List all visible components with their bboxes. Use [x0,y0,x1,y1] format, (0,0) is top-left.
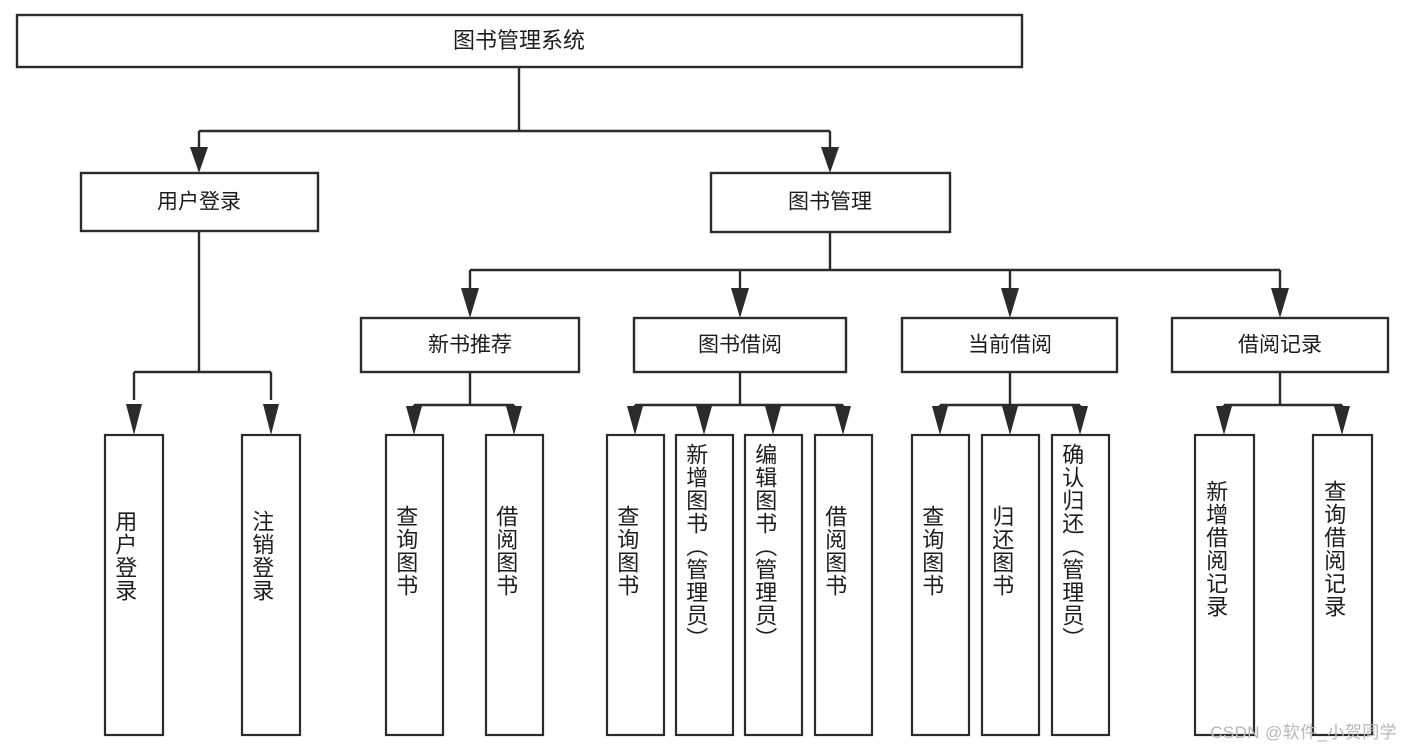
node-book-borrow-label: 图书借阅 [698,334,782,357]
node-leaf-return-book-box[interactable] [980,433,1041,737]
node-root-box[interactable] [15,13,1024,69]
arrowhead-cb-to-leaf-2 [1002,406,1018,435]
node-current-borrow-label: 当前借阅 [968,334,1052,357]
watermark-text: CSDN @软件_小贺同学 [1210,723,1397,742]
arrowhead-br-to-leaf-1 [1216,406,1232,435]
node-borrow-record-box[interactable] [1170,316,1390,374]
node-borrow-record-label: 借阅记录 [1238,334,1322,357]
node-root-label: 图书管理系统 [453,28,585,53]
node-book-borrow-box[interactable] [632,316,848,374]
node-leaf-add-book-box[interactable] [674,433,735,737]
node-new-book-recommend-box[interactable] [359,316,581,374]
arrowhead-bm-to-new-book [461,288,479,318]
arrowhead-bb-to-leaf-3 [765,406,781,435]
node-book-manage-label: 图书管理 [788,191,872,214]
node-book-manage-box[interactable] [709,171,952,234]
arrowhead-cb-to-leaf-1 [932,406,948,435]
node-current-borrow-box[interactable] [900,316,1119,374]
arrowhead-nb-to-leaf-1 [406,406,422,435]
node-leaf-query-book-3-box[interactable] [910,433,971,737]
node-leaf-add-record-box[interactable] [1193,433,1256,737]
node-user-login-label: 用户登录 [157,191,241,214]
node-leaf-borrow-book-1-box[interactable] [484,433,545,737]
arrowhead-root-to-book-manage [821,147,839,173]
node-user-login-box[interactable] [79,171,320,233]
arrowhead-bb-to-leaf-1 [627,406,643,435]
node-leaf-user-login-box[interactable] [103,433,165,737]
node-leaf-confirm-return-box[interactable] [1050,433,1111,737]
arrowhead-ul-to-leaf-2 [263,404,279,435]
node-leaf-query-book-1-box[interactable] [384,433,445,737]
arrowhead-cb-to-leaf-3 [1072,406,1088,435]
arrowhead-bb-to-leaf-4 [835,406,851,435]
node-leaf-edit-book-box[interactable] [743,433,804,737]
arrowhead-br-to-leaf-2 [1334,406,1350,435]
node-leaf-borrow-book-2-box[interactable] [813,433,874,737]
arrowhead-bb-to-leaf-2 [696,406,712,435]
arrowhead-nb-to-leaf-2 [506,406,522,435]
arrowhead-bm-to-borrow-record [1271,288,1289,318]
node-leaf-query-record-box[interactable] [1311,433,1374,737]
node-layer: 图书管理系统 用户登录 图书管理 新书推荐 图书借阅 当前借阅 借阅记录 [15,13,1390,737]
node-leaf-query-book-2-box[interactable] [605,433,666,737]
arrowhead-ul-to-leaf-1 [126,404,142,435]
connector-layer [126,67,1350,435]
arrowhead-bm-to-current-borrow [1001,288,1019,318]
node-new-book-recommend-label: 新书推荐 [428,334,512,357]
arrowhead-bm-to-book-borrow [731,288,749,318]
node-leaf-user-logout-box[interactable] [240,433,302,737]
arrowhead-root-to-user-login [190,147,208,173]
